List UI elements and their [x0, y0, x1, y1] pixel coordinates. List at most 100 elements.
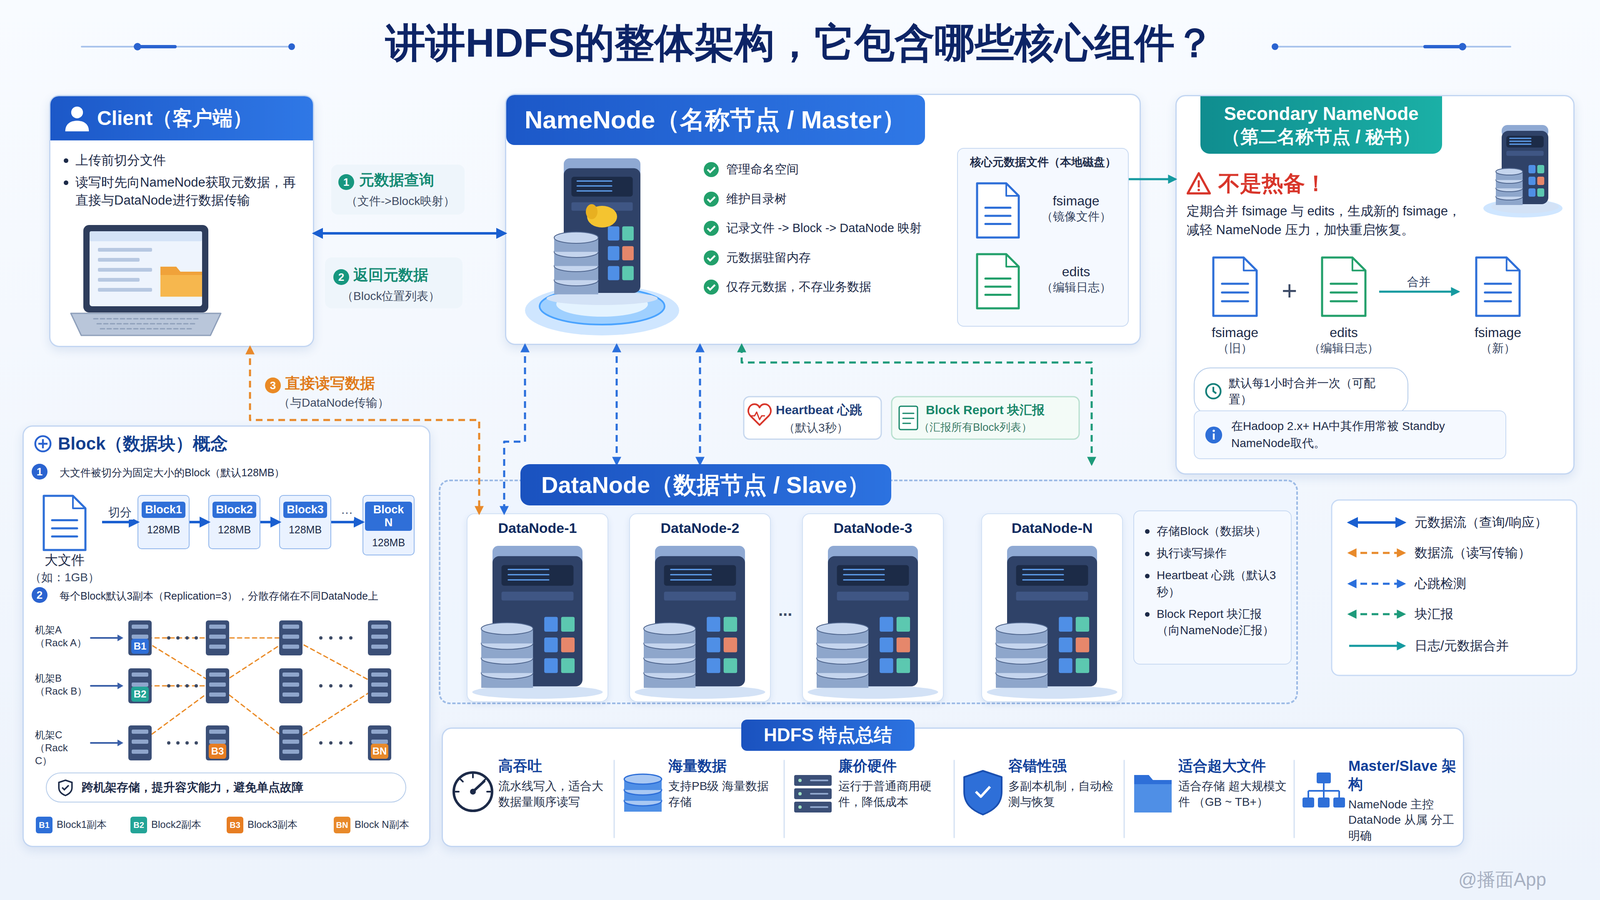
namenode-server [556, 291, 648, 317]
file-icon [1485, 282, 1511, 285]
namenode-server [622, 246, 634, 261]
secondary-server [1491, 200, 1559, 214]
rack-server [282, 624, 300, 629]
secondary-server [1501, 125, 1549, 138]
datanode-server [508, 568, 549, 570]
datanode-server [481, 667, 533, 679]
title-decoration [137, 45, 175, 49]
namenode-server [554, 280, 599, 295]
rack-server [279, 620, 303, 656]
datanode-server [544, 637, 558, 653]
block-panel: Block（数据块）概念大文件被切分为固定大小的Block（默认128MB）每个… [22, 425, 431, 848]
datanode-server [634, 685, 765, 699]
rack-server [205, 725, 230, 761]
datanode-server [1016, 565, 1089, 586]
file-icon [977, 183, 1019, 238]
feature-icon [624, 800, 662, 812]
datanode-server [664, 591, 737, 601]
rack-server [209, 672, 226, 677]
band-teal: Secondary NameNode （第二名称节点 / 秘书） [1200, 96, 1443, 154]
connector [102, 520, 138, 524]
datanode-server [1016, 591, 1089, 601]
feature-icon [1316, 772, 1331, 784]
flow-label: 元数据查询 [359, 170, 435, 189]
feature-icon [453, 772, 493, 811]
datanode-server [843, 574, 885, 576]
band-nn: NameNode（名称节点 / Master） [506, 95, 925, 145]
fname: 大文件 [27, 551, 103, 570]
connector [741, 345, 1092, 465]
feature-item: 高吞吐流水线写入，适合大数据量顺序读写 [445, 753, 613, 843]
rack-lines [185, 684, 189, 688]
ftitle: 高吞吐 [498, 756, 610, 775]
namenode-server [554, 251, 599, 266]
datanode-server [643, 637, 696, 650]
file-icon [1506, 257, 1520, 271]
datanode-server [816, 658, 869, 674]
datanode-server [472, 545, 603, 699]
datanode-server [816, 637, 869, 650]
rack-server [209, 634, 226, 639]
bname: Block N [365, 501, 413, 531]
datanode-server [723, 616, 738, 632]
rack-lines [329, 636, 333, 640]
feature-item: Master/Slave 架构NameNode 主控 DataNode 从属 分… [1295, 753, 1463, 848]
legend-text: Block1副本 [56, 818, 107, 831]
rack-server [131, 672, 149, 677]
feature-icon [794, 788, 832, 800]
check: 元数据驻留内存 [703, 249, 950, 267]
rack-lines [339, 741, 343, 745]
rack-lines [329, 741, 333, 745]
file-icon [52, 527, 78, 530]
feature-icon [810, 792, 828, 795]
rack-lines [140, 685, 218, 743]
bullet: Block Report 块汇报 （向NameNode汇报） [1141, 605, 1284, 639]
secondary-server [1506, 150, 1544, 156]
secondary-server [1537, 188, 1545, 197]
datanode-server [837, 591, 910, 601]
datanode-server [879, 658, 893, 674]
secondary-server [1495, 185, 1523, 192]
feature-icon [472, 774, 474, 778]
report-icon [899, 406, 918, 430]
rack-server [128, 668, 152, 704]
rack-label: 机架C （Rack C） [35, 728, 88, 768]
rack-lines [217, 685, 291, 743]
feature-icon [460, 779, 463, 782]
feature-icon [1293, 760, 1295, 838]
edge-label: 切分 [106, 505, 134, 520]
datanode-server [634, 545, 765, 699]
badgetx: BN [370, 743, 389, 759]
datanode-server [816, 622, 869, 635]
secondary-server [1506, 135, 1544, 148]
connector [331, 520, 363, 524]
file-icon [985, 293, 1011, 296]
bname: Block2 [212, 501, 257, 518]
bsize: 128MB [210, 523, 258, 536]
rack-server [131, 644, 149, 649]
fbody: 流水线写入，适合大数据量顺序读写 [498, 778, 610, 810]
report-icon [902, 417, 914, 420]
datanode-server [481, 622, 533, 635]
file-icon [52, 535, 78, 538]
laptop-illustration [89, 231, 203, 307]
infotx: 在Hadoop 2.x+ HA中其作用常被 Standby NameNode取代… [1204, 417, 1496, 452]
rack-server [367, 725, 392, 761]
connector [699, 345, 702, 465]
rack-lines [319, 636, 323, 640]
secondary-server [1528, 176, 1536, 185]
rack-server [128, 620, 392, 761]
rack-server [131, 624, 149, 629]
legend-box [1331, 500, 1577, 676]
laptop-illustration [83, 225, 209, 313]
flow-note: （默认3秒） [783, 420, 849, 435]
replica-badge: B1 [131, 638, 149, 654]
check: 维护目录树 [703, 190, 950, 208]
secondary-panel: Secondary NameNode （第二名称节点 / 秘书）不是热备！定期合… [1175, 95, 1575, 475]
datanode-server [807, 685, 938, 699]
fsub: （编辑日志） [1029, 279, 1123, 296]
secondary-server [1495, 188, 1523, 197]
rack-lines [140, 637, 291, 639]
datanode-server [1007, 545, 1098, 568]
rack-server [371, 634, 388, 639]
